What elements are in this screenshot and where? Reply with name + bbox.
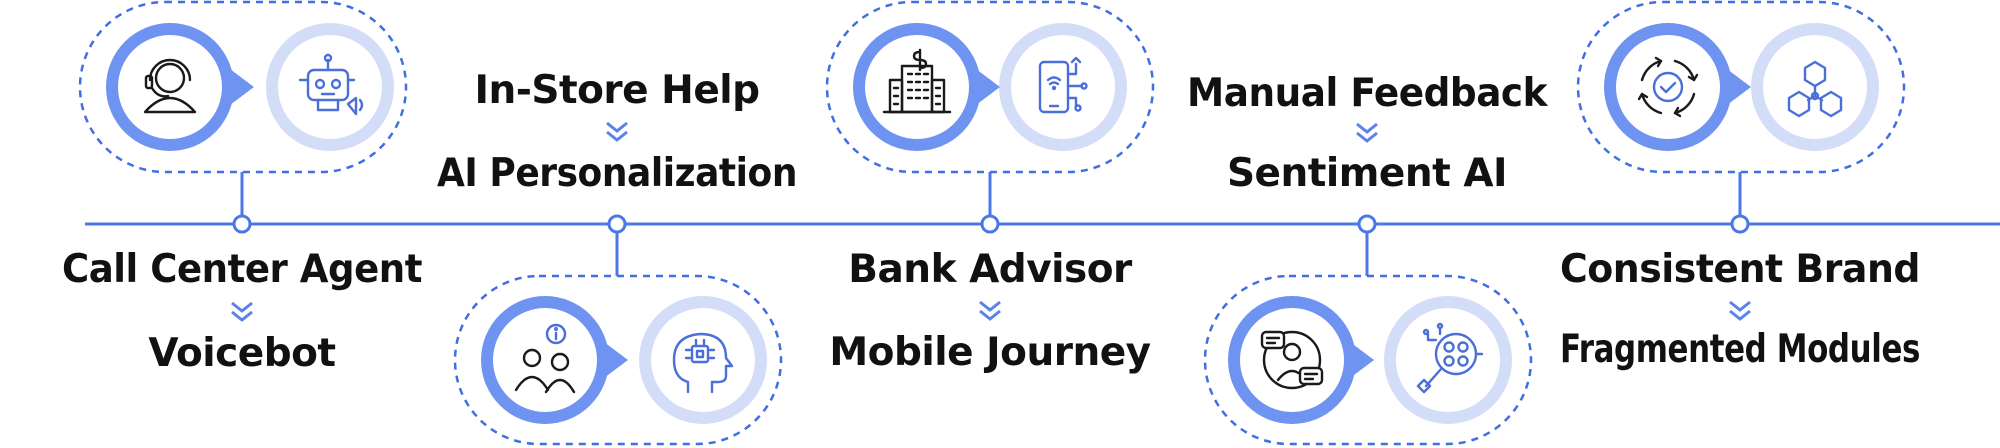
step-2-pill-outline [453, 274, 783, 446]
step-3-pill-outline [825, 0, 1155, 174]
step-5-node [1730, 214, 1750, 234]
step-5-to-label: Fragmented Modules [1560, 327, 1920, 372]
bank-building-icon [882, 48, 952, 114]
step-4-arrow-icon [1356, 122, 1378, 143]
headset-agent-icon [143, 58, 197, 114]
hexagon-modules-icon [1787, 60, 1843, 118]
ai-head-icon [672, 332, 734, 394]
step-1: Call Center Agent Voicebot [62, 0, 423, 376]
step-3: Bank Advisor Mobile Journey [825, 0, 1155, 375]
step-1-to-label: Voicebot [148, 331, 335, 376]
sentiment-analysis-icon [1416, 322, 1484, 394]
people-info-icon [514, 323, 576, 394]
step-1-pill-outline [78, 0, 408, 174]
step-4-node [1357, 214, 1377, 234]
step-3-to-label: Mobile Journey [829, 330, 1150, 375]
step-1-arrow-icon [231, 301, 253, 322]
step-3-from-label: Bank Advisor [848, 247, 1133, 292]
step-3-arrow-icon [979, 300, 1001, 321]
robot-voice-icon [298, 53, 364, 116]
step-4-from-label: Manual Feedback [1187, 71, 1548, 116]
step-2-from-label: In-Store Help [474, 68, 759, 113]
step-3-node [980, 214, 1000, 234]
mobile-phone-icon [1038, 56, 1088, 114]
step-5-arrow-icon [1729, 300, 1751, 321]
step-2-node [607, 214, 627, 234]
step-5-from-label: Consistent Brand [1560, 247, 1920, 292]
step-2-to-label: AI Personalization [437, 151, 797, 196]
cycle-check-icon [1637, 56, 1699, 118]
step-1-from-label: Call Center Agent [62, 247, 422, 292]
step-1-node [232, 214, 252, 234]
feedback-chat-icon [1260, 330, 1324, 390]
step-4: Manual Feedback Sentiment AI [1187, 71, 1549, 446]
step-5-pill-outline [1576, 0, 1906, 174]
step-4-to-label: Sentiment AI [1227, 151, 1507, 196]
step-2-arrow-icon [606, 121, 628, 142]
step-2: In-Store Help AI Personalization [437, 68, 798, 446]
step-4-pill-outline [1203, 274, 1533, 446]
step-5: Consistent Brand Fragmented Modules [1560, 0, 1921, 372]
